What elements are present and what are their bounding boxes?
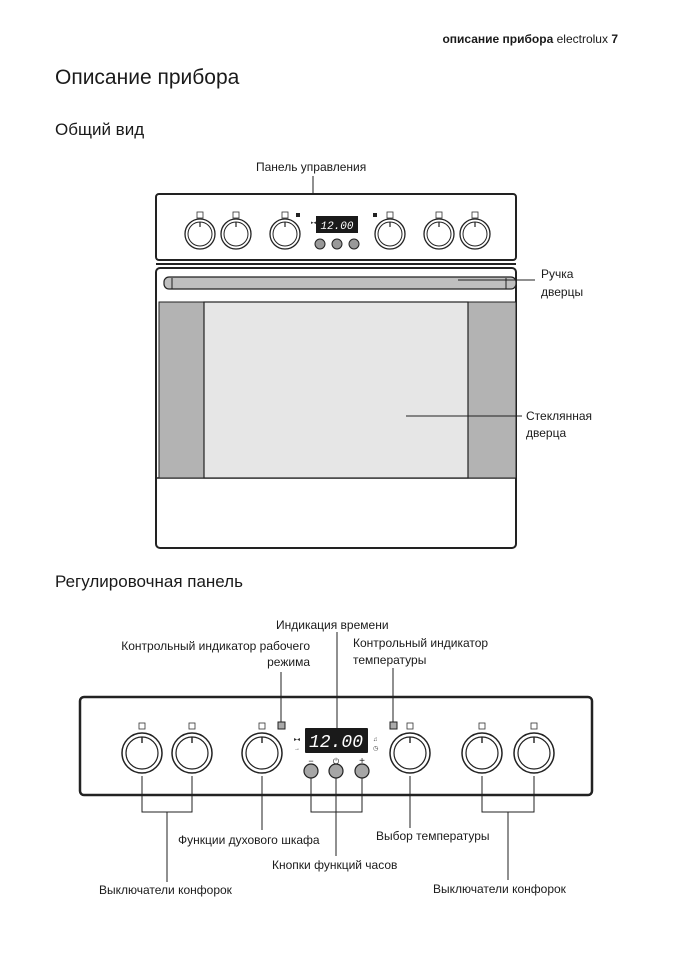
control-panel-heading: Регулировочная панель (55, 572, 243, 591)
plus-symbol: + (359, 756, 365, 767)
header-brand: electrolux (556, 32, 608, 46)
header-page-number: 7 (611, 32, 618, 46)
general-view-heading: Общий вид (55, 120, 145, 139)
svg-text:♫: ♫ (373, 737, 378, 743)
detail-knob-temperature[interactable] (389, 732, 431, 774)
svg-text:◷: ◷ (373, 746, 378, 752)
label-temp-indicator-line2: температуры (353, 653, 427, 667)
detail-knob-hob-3[interactable] (461, 732, 503, 774)
clock-function-button[interactable] (331, 238, 343, 250)
page-title: Описание прибора (55, 66, 240, 89)
label-temp-indicator-line1: Контрольный индикатор (353, 636, 489, 650)
glass-door (203, 301, 469, 479)
header-section: описание прибора (442, 32, 554, 46)
svg-text:▸◂: ▸◂ (311, 220, 317, 226)
label-oven-functions: Функции духового шкафа (178, 833, 320, 847)
detail-plus-button[interactable] (354, 763, 370, 779)
clock-symbol: ⏻ (333, 757, 340, 766)
door-handle[interactable] (163, 276, 517, 290)
temperature-indicator-light (389, 721, 398, 730)
minus-symbol: − (308, 756, 313, 766)
svg-text:▸◂: ▸◂ (294, 737, 300, 743)
knob-oven-functions[interactable] (269, 218, 301, 250)
detail-clock-button[interactable] (328, 763, 344, 779)
label-hob-switches-left: Выключатели конфорок (99, 883, 232, 897)
label-hob-switches-right: Выключатели конфорок (433, 882, 566, 896)
label-glass-door-line1: Стеклянная (526, 409, 593, 423)
label-mode-indicator-line2: режима (267, 655, 310, 669)
detail-knob-oven-functions[interactable] (241, 732, 283, 774)
knob-hob-1[interactable] (184, 218, 216, 250)
label-door-handle-line2: дверцы (541, 285, 584, 299)
leader-lines (141, 632, 535, 882)
oven-display (316, 216, 358, 233)
label-clock-buttons: Кнопки функций часов (272, 858, 398, 872)
clock-minus-button[interactable] (314, 238, 326, 250)
detail-knob-hob-2[interactable] (171, 732, 213, 774)
detail-knob-hob-1[interactable] (121, 732, 163, 774)
knob-hob-3[interactable] (423, 218, 455, 250)
label-mode-indicator-line1: Контрольный индикатор рабочего (121, 639, 310, 653)
label-door-handle-line1: Ручка (541, 267, 574, 281)
detail-knob-hob-4[interactable] (513, 732, 555, 774)
label-time-display: Индикация времени (276, 618, 389, 632)
detail-minus-button[interactable] (303, 763, 319, 779)
clock-plus-button[interactable] (348, 238, 360, 250)
page-header: описание прибора electrolux 7 (442, 32, 618, 46)
oven-display-value: 12.00 (320, 221, 353, 233)
detail-display-value: 12.00 (309, 733, 363, 753)
mode-indicator-light (277, 721, 286, 730)
knob-hob-4[interactable] (459, 218, 491, 250)
label-control-panel: Панель управления (256, 160, 367, 174)
knob-hob-2[interactable] (220, 218, 252, 250)
label-temp-selector: Выбор температуры (376, 829, 490, 843)
label-glass-door-line2: дверца (526, 426, 567, 440)
svg-text:→: → (294, 746, 300, 752)
knob-temperature[interactable] (374, 218, 406, 250)
detail-display (305, 728, 368, 753)
